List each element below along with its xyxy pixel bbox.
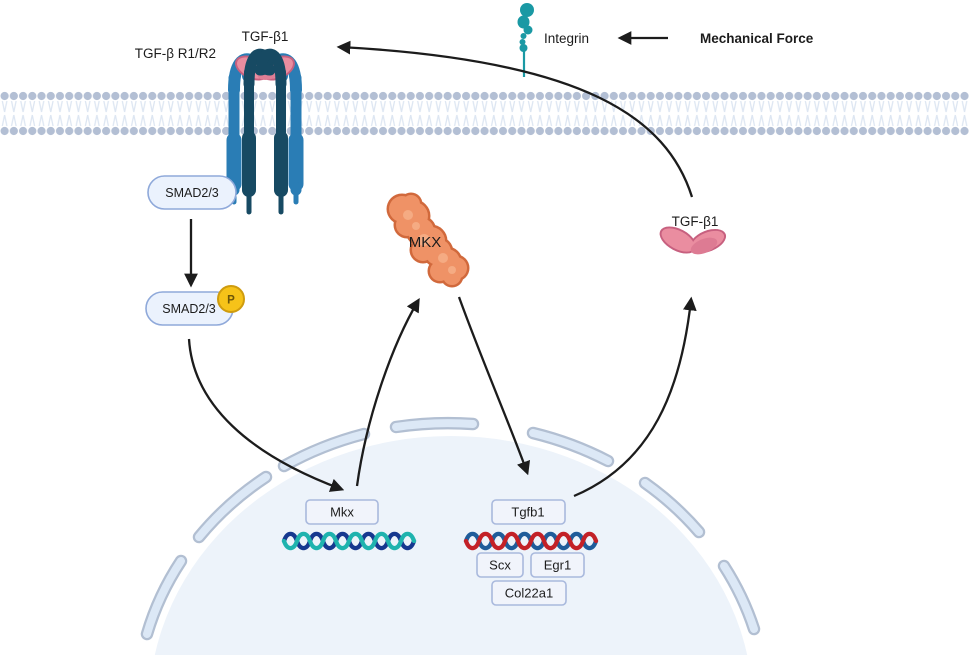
gene-box-tgfb1: [491, 499, 566, 525]
mechanical-force-label: Mechanical Force: [700, 31, 814, 46]
smad23-pill: [147, 175, 237, 210]
nuclear-envelope-segment: [389, 416, 480, 434]
gene-box-egr1: [530, 552, 585, 578]
gene-label-scx: Scx: [489, 558, 511, 573]
arrows: [184, 31, 697, 498]
nuclear-envelope-segment: [638, 476, 706, 539]
gene-label-egr1: Egr1: [544, 558, 571, 573]
nucleus-body: [154, 436, 748, 655]
dna-helix-mkx-icon: [281, 531, 417, 551]
smad23-phospho-complex: SMAD2/3 P: [145, 285, 245, 326]
nuclear-envelope: [140, 416, 761, 641]
ligand-top-label: TGF-β1: [242, 29, 289, 44]
nuclear-envelope-segment: [140, 554, 188, 641]
arrow-tgfb1-gene-to-tgfb1-protein: [573, 296, 697, 498]
phosphate-label: P: [227, 295, 235, 307]
nuclear-envelope-segment: [277, 427, 371, 473]
receptor-label: TGF-β R1/R2: [135, 46, 216, 61]
gene-label-tgfb1: Tgfb1: [511, 505, 544, 520]
mkx-protein-blob-icon: MKX: [386, 192, 470, 288]
gene-box-mkx: [305, 499, 379, 525]
gene-box-col22a1: [491, 580, 567, 606]
smad23-phospho-label: SMAD2/3: [162, 302, 216, 316]
mkx-protein-label: MKX: [409, 234, 442, 251]
tgfb1-protein-label: TGF-β1: [672, 214, 719, 229]
tgfb-receptor-complex-icon: [226, 48, 304, 215]
nucleus: Mkx Tgfb1 Scx Egr1 Col22a1: [140, 416, 761, 655]
integrin-icon: [517, 3, 534, 77]
gene-label-mkx: Mkx: [330, 505, 354, 520]
arrow-smad-to-mkx-gene: [187, 338, 345, 492]
smad23-complex: SMAD2/3: [147, 175, 237, 210]
nuclear-envelope-segment: [192, 470, 273, 544]
dna-helix-tgfb1-icon: [463, 531, 599, 551]
cell-membrane: [0, 90, 969, 137]
arrow-tgfb1-protein-to-receptor: [336, 40, 694, 198]
tgfb1-protein-icon: [659, 226, 727, 255]
integrin-label: Integrin: [544, 31, 589, 46]
gene-label-col22a1: Col22a1: [505, 586, 553, 601]
arrow-mkx-gene-to-mkx-protein: [355, 298, 420, 487]
arrow-mkx-protein-to-tgfb1-gene: [457, 296, 531, 476]
gene-box-scx: [476, 552, 524, 578]
smad23-label: SMAD2/3: [165, 186, 219, 200]
phosphate-icon: [217, 285, 245, 313]
nuclear-envelope-segment: [717, 559, 761, 636]
nuclear-envelope-segment: [526, 426, 615, 468]
